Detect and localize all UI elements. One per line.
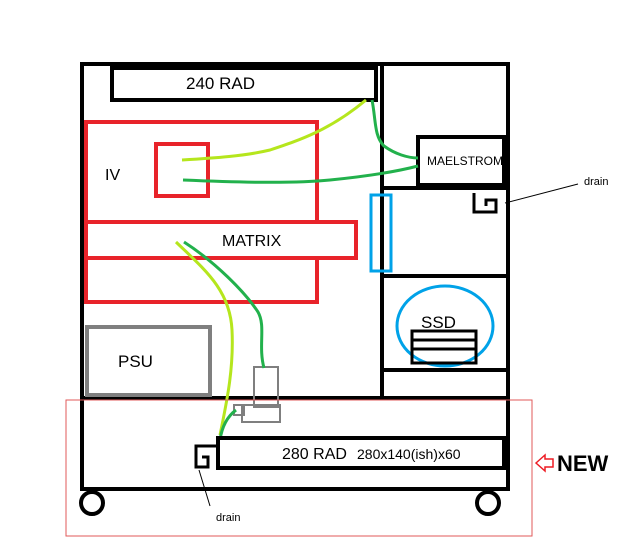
drain-fitting-top: [472, 193, 498, 214]
tube-dark-green-rad-to-res: [370, 99, 419, 160]
tube-light-green-gpu: [174, 240, 234, 436]
maelstrom-label: MAELSTROM: [427, 154, 503, 168]
maelstrom-reservoir: [416, 135, 506, 187]
new-label: NEW: [557, 451, 609, 476]
gpu-matrix: [84, 220, 358, 260]
radiator-280-label: 280 RAD: [282, 446, 347, 463]
drain-top-label: drain: [584, 176, 608, 188]
cpu-block: [154, 142, 210, 198]
wheel-left: [79, 490, 105, 516]
motherboard: [84, 120, 319, 304]
psu-box: [85, 325, 212, 397]
tube-dark-green-gpu-to-pump: [183, 240, 266, 369]
drain-bottom-label: drain: [216, 512, 240, 524]
pump-top: [253, 366, 279, 408]
pump-base: [241, 404, 281, 423]
tube-dark-green-res-to-cpu: [182, 164, 419, 184]
radiator-280: [216, 436, 506, 470]
arrow-left-icon: [534, 453, 554, 473]
ssd-drive: [410, 329, 478, 365]
drain-fitting-bottom: [194, 444, 218, 469]
radiator-280-dims: 280x140(ish)x60: [357, 446, 461, 462]
ssd-label: SSD: [421, 313, 456, 332]
iv-label: IV: [105, 167, 120, 184]
radiator-240-label: 240 RAD: [186, 74, 255, 93]
drain-top-pointer: [504, 183, 579, 204]
new-section-highlight: [65, 399, 533, 537]
psu-label: PSU: [118, 352, 153, 371]
radiator-240: [110, 66, 378, 102]
drain-bottom-pointer: [198, 469, 211, 507]
blue-component: [369, 193, 393, 273]
matrix-label: MATRIX: [222, 233, 282, 250]
ssd-bay-circle: [395, 284, 495, 368]
tube-light-green-top: [181, 98, 367, 162]
wheel-right: [475, 490, 501, 516]
